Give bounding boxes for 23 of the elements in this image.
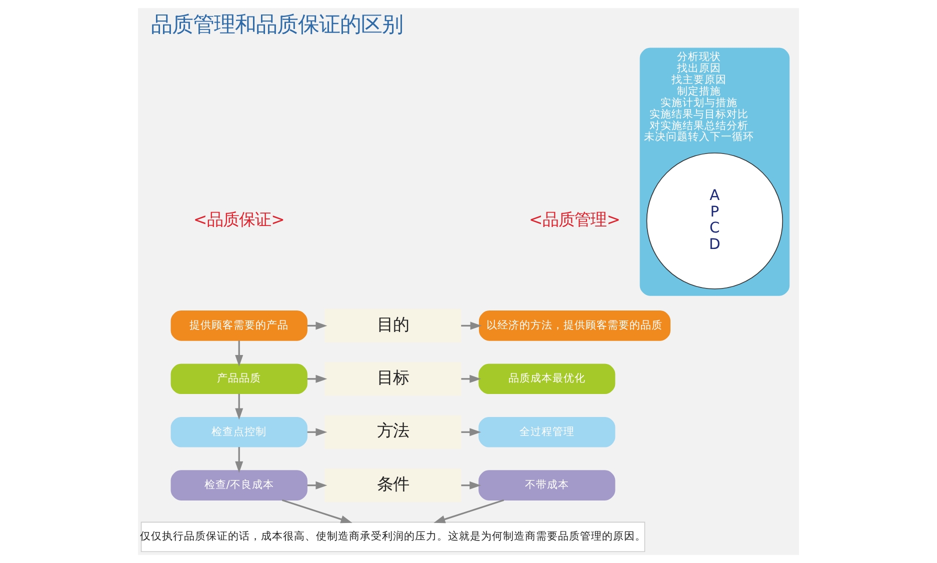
node-box: 全过程管理: [478, 416, 616, 448]
arrow: [235, 340, 244, 366]
node-box: 提供顾客需要的产品: [170, 310, 308, 341]
node-box: 以经济的方法，提供顾客需要的品质: [478, 310, 670, 341]
label: <品质保证>: [193, 210, 285, 230]
node-box: 仅仅执行品质保证的话，成本很高、使制造商承受利润的压力。这就是为何制造商需要品质管理的原因。: [140, 522, 646, 552]
node-box: 产品品质: [170, 364, 308, 394]
diagram-title: 品质管理和品质保证的区别: [151, 12, 404, 38]
arrow: [434, 499, 504, 524]
arrow: [235, 394, 244, 420]
node-box: 不带成本: [478, 470, 616, 500]
node-box: 检查点控制: [170, 416, 308, 448]
arrow: [282, 499, 352, 524]
node-box: 条件: [324, 468, 462, 502]
arrow: [235, 447, 244, 473]
arrow: [461, 322, 482, 330]
node-box: 检查/不良成本: [170, 470, 308, 500]
node-box: 目的: [324, 308, 462, 342]
node-box: 方法: [324, 415, 462, 449]
node-circle: A P C D: [646, 152, 784, 290]
node-box: 目标: [324, 362, 462, 396]
label: <品质管理>: [529, 210, 620, 230]
node-box: 品质成本最优化: [478, 364, 616, 394]
